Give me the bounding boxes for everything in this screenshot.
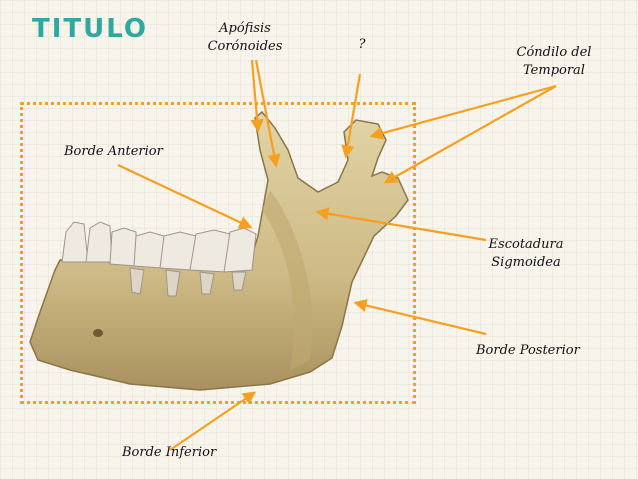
- label-anterior-border: Borde Anterior: [64, 144, 163, 159]
- label-question: ?: [358, 37, 366, 52]
- arrow-anterior-border: [117, 164, 253, 229]
- arrow-coronoid-1: [250, 59, 264, 133]
- arrow-notch: [315, 207, 487, 242]
- arrow-condyle-2: [383, 85, 557, 184]
- teeth-row: [61, 221, 257, 273]
- ramus-shade: [262, 190, 313, 370]
- image-frame: [20, 102, 416, 404]
- arrow-posterior-border: [353, 299, 487, 336]
- arrows: [117, 59, 557, 451]
- label-inferior-border: Borde Inferior: [122, 445, 217, 460]
- arrow-condyle-1: [369, 84, 557, 140]
- mandible-bone: [29, 110, 409, 391]
- mental-foramen: [93, 329, 103, 337]
- slide-title: TITULO: [32, 14, 148, 44]
- tooth-roots: [129, 267, 247, 297]
- arrow-coronoid-2: [254, 59, 281, 168]
- arrow-inferior-border: [169, 391, 257, 451]
- label-posterior-border: Borde Posterior: [476, 343, 580, 358]
- label-condyle: Cóndilo del Temporal: [516, 45, 592, 78]
- label-coronoid: Apófisis Corónoides: [207, 21, 283, 54]
- arrow-question: [341, 73, 362, 159]
- label-notch: Escotadura Sigmoidea: [488, 237, 564, 270]
